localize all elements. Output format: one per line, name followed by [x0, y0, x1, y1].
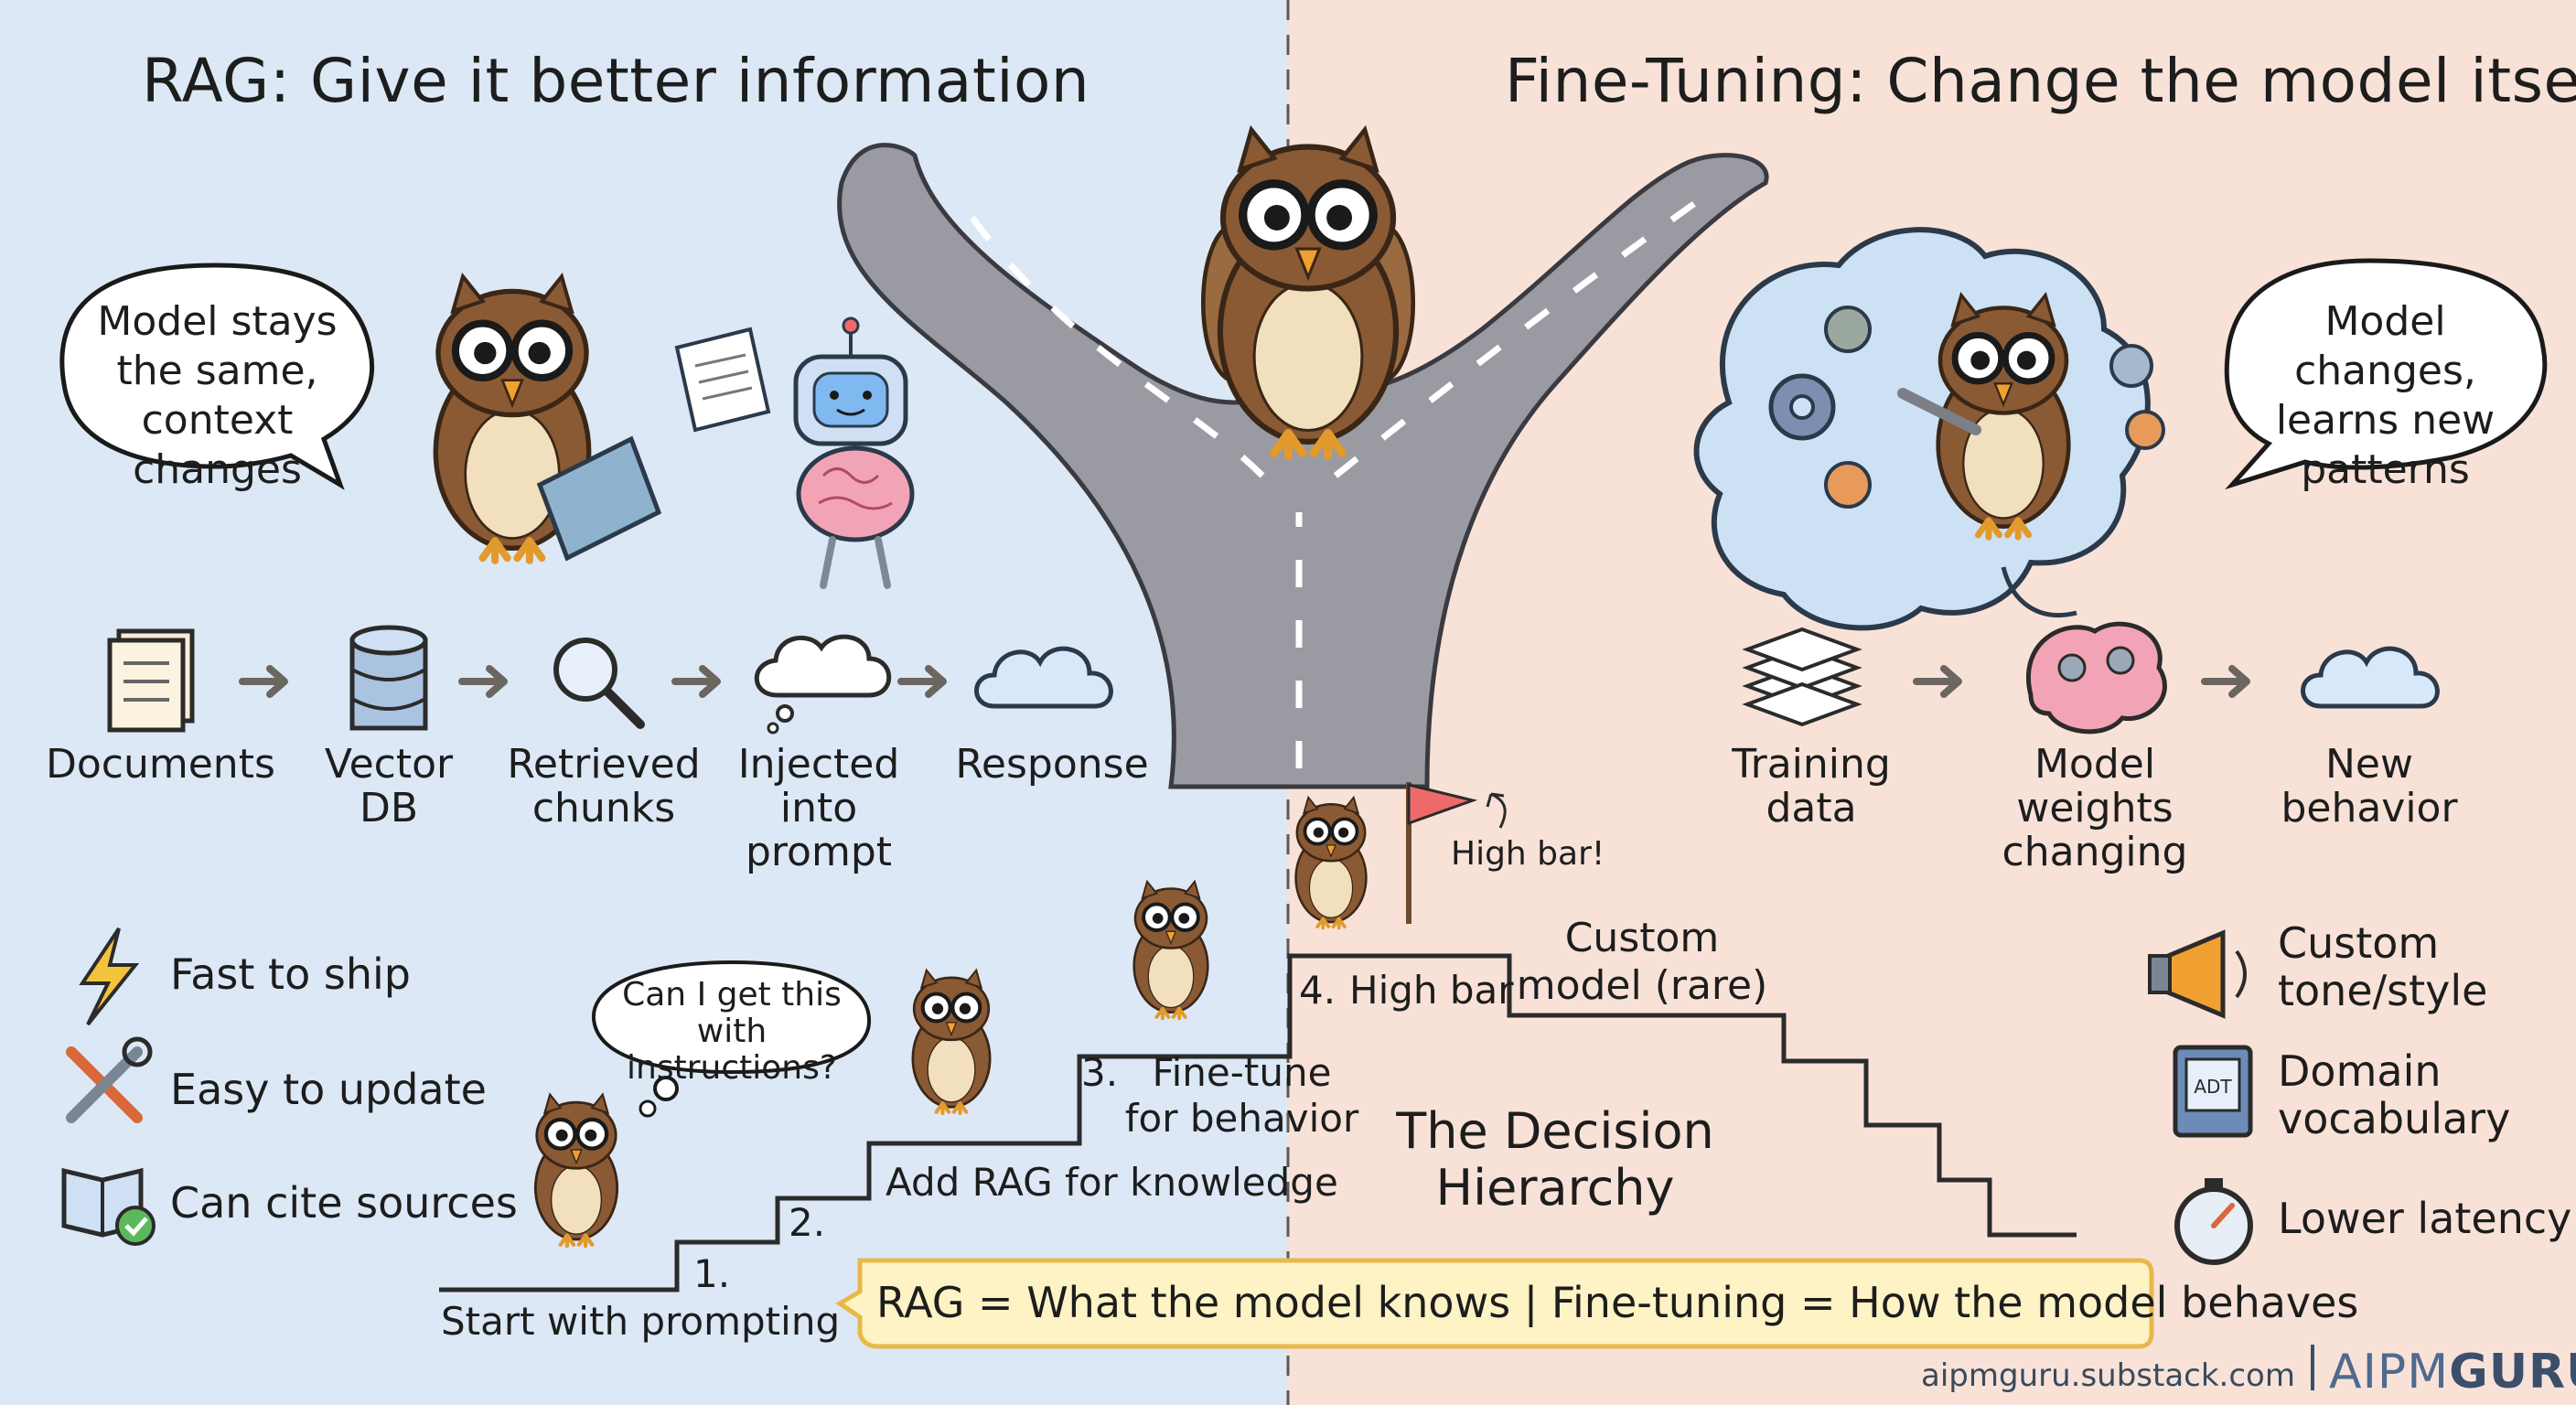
step-1-label: Start with prompting	[441, 1299, 841, 1344]
benefit-custom-tone: Custom tone/style	[2278, 918, 2488, 1015]
benefit-easy-to-update: Easy to update	[170, 1065, 487, 1114]
dictionary-icon: ADT	[2173, 1045, 2253, 1138]
ft-speech-bubble: Model changes, learns new patterns	[2275, 298, 2496, 493]
decision-hierarchy-title: The Decision Hierarchy	[1396, 1102, 1714, 1217]
step-1-number: 1.	[693, 1251, 731, 1296]
step-4-label: High bar	[1349, 968, 1514, 1013]
brain-gears-icon	[2026, 621, 2167, 735]
benefit-fast-to-ship: Fast to ship	[170, 949, 411, 999]
summary-banner: RAG = What the model knows | Fine-tuning…	[876, 1278, 2359, 1327]
megaphone-icon	[2148, 929, 2247, 1019]
benefit-domain-vocabulary: Domain vocabulary	[2278, 1046, 2511, 1143]
documents-icon	[107, 628, 195, 733]
benefit-lower-latency: Lower latency	[2278, 1194, 2572, 1243]
fine-tuning-title: Fine-Tuning: Change the model itself	[1505, 46, 2576, 116]
footer-url: aipmguru.substack.com	[1921, 1357, 2295, 1394]
pipeline-label-response: Response	[955, 741, 1149, 788]
thought-cloud-icon	[754, 634, 892, 735]
pipeline-label-vector-db: Vector DB	[324, 741, 454, 831]
rag-title: RAG: Give it better information	[142, 46, 1090, 116]
stopwatch-icon	[2174, 1178, 2253, 1265]
tools-icon	[66, 1036, 153, 1123]
step-4-number: 4.	[1299, 968, 1336, 1013]
custom-model-label: Custom model (rare)	[1516, 915, 1768, 1009]
svg-text:ADT: ADT	[2194, 1076, 2232, 1098]
pipeline-label-documents: Documents	[46, 741, 275, 788]
thought-bubble-text: Can I get this with instructions?	[622, 976, 842, 1087]
step-3-label: Fine-tune for behavior	[1124, 1050, 1359, 1141]
magnifier-icon	[553, 638, 645, 729]
step-2-number: 2.	[789, 1200, 826, 1245]
pipeline-label-new-behavior: New behavior	[2281, 741, 2458, 831]
rag-speech-bubble: Model stays the same, context changes	[97, 298, 338, 493]
benefit-cite-sources: Can cite sources	[170, 1178, 518, 1228]
step-2-label: Add RAG for knowledge	[886, 1160, 1338, 1205]
pipeline-label-model-weights: Model weights changing	[2002, 741, 2188, 875]
lightning-icon	[79, 927, 140, 1026]
book-check-icon	[61, 1167, 156, 1246]
brand-logo: AIPMGURU	[2329, 1345, 2576, 1400]
step-3-number: 3.	[1081, 1050, 1119, 1095]
pipeline-label-injected: Injected into prompt	[737, 741, 900, 875]
paper-stack-icon	[1742, 627, 1862, 727]
database-icon	[349, 625, 428, 731]
pipeline-label-retrieved-chunks: Retrieved chunks	[507, 741, 701, 831]
high-bar-note: High bar!	[1451, 835, 1605, 873]
pipeline-label-training-data: Training data	[1732, 741, 1891, 831]
